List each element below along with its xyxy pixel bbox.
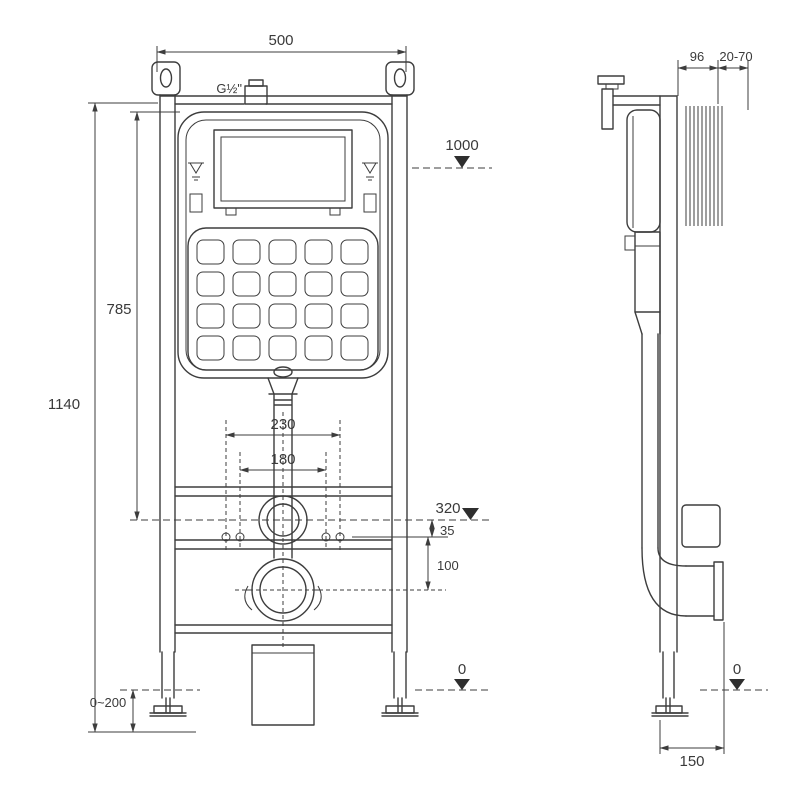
dim-label-785: 785 <box>106 301 131 318</box>
mount-tab-right <box>385 61 415 96</box>
level-marker-320 <box>462 508 479 520</box>
level-marker-0-side <box>729 679 745 690</box>
protection-panel <box>187 227 379 371</box>
drain-elbow-box <box>251 644 315 726</box>
dimension-height-785: 785 <box>106 111 180 521</box>
inlet-connector-side <box>681 504 721 548</box>
dimension-leg-adjust: 0~200 <box>90 689 200 733</box>
tank-outlet-funnel <box>267 366 299 395</box>
dim-label-0-200: 0~200 <box>90 695 127 710</box>
mount-tab-left <box>151 61 181 96</box>
dim-label-1140: 1140 <box>48 396 80 413</box>
dimension-height-1140: 1140 <box>48 102 196 733</box>
thread-label: G½" <box>216 81 242 96</box>
level-label-0-front: 0 <box>458 661 466 678</box>
side-flush-pipe <box>641 333 724 621</box>
drain-socket-circle <box>235 558 446 622</box>
adjustable-foot-right <box>381 651 419 717</box>
water-level-mark-left <box>188 162 204 181</box>
bracket-hole-centerlines <box>225 420 341 550</box>
adjustable-foot-left <box>149 651 187 717</box>
level-label-0-side: 0 <box>733 661 741 678</box>
flush-pipe <box>268 393 298 648</box>
wall-anchor-bracket <box>597 75 661 130</box>
dim-label-96: 96 <box>690 49 704 64</box>
side-view: 96 20-70 <box>597 49 768 770</box>
dimension-35: 35 <box>429 519 454 538</box>
dimension-180: 180 <box>239 451 327 473</box>
level-320: 320 <box>130 500 492 521</box>
level-label-320: 320 <box>435 500 460 517</box>
cistern-tank <box>177 111 389 395</box>
dimension-depth: 96 20-70 <box>677 49 753 110</box>
dimension-100: 100 <box>425 536 459 591</box>
dim-label-500: 500 <box>268 32 293 49</box>
level-1000: 1000 <box>412 137 492 169</box>
level-marker-0-front <box>454 679 470 690</box>
access-panel <box>213 129 353 209</box>
dimension-150: 150 <box>659 622 725 770</box>
level-label-1000: 1000 <box>445 137 478 154</box>
dimension-230: 230 <box>225 416 341 438</box>
dim-label-230: 230 <box>270 416 295 433</box>
front-view: 500 1140 785 0~200 <box>48 32 492 733</box>
dim-label-20-70: 20-70 <box>719 49 752 64</box>
dim-label-100: 100 <box>437 558 459 573</box>
frame-structure <box>149 61 419 717</box>
dim-label-35: 35 <box>440 523 454 538</box>
level-marker-1000 <box>454 156 470 168</box>
adjustable-foot-side <box>651 651 689 717</box>
dim-label-150: 150 <box>679 753 704 770</box>
dim-label-180: 180 <box>270 451 295 468</box>
cistern-side-profile <box>624 109 661 335</box>
water-level-mark-right <box>362 162 378 181</box>
level-0-side: 0 <box>700 661 768 691</box>
water-inlet: G½" <box>216 79 268 105</box>
outlet-flange <box>713 561 724 621</box>
level-0-front: 0 <box>415 661 492 691</box>
wall-hatch <box>685 106 723 226</box>
dimension-width-500: 500 <box>156 32 407 72</box>
